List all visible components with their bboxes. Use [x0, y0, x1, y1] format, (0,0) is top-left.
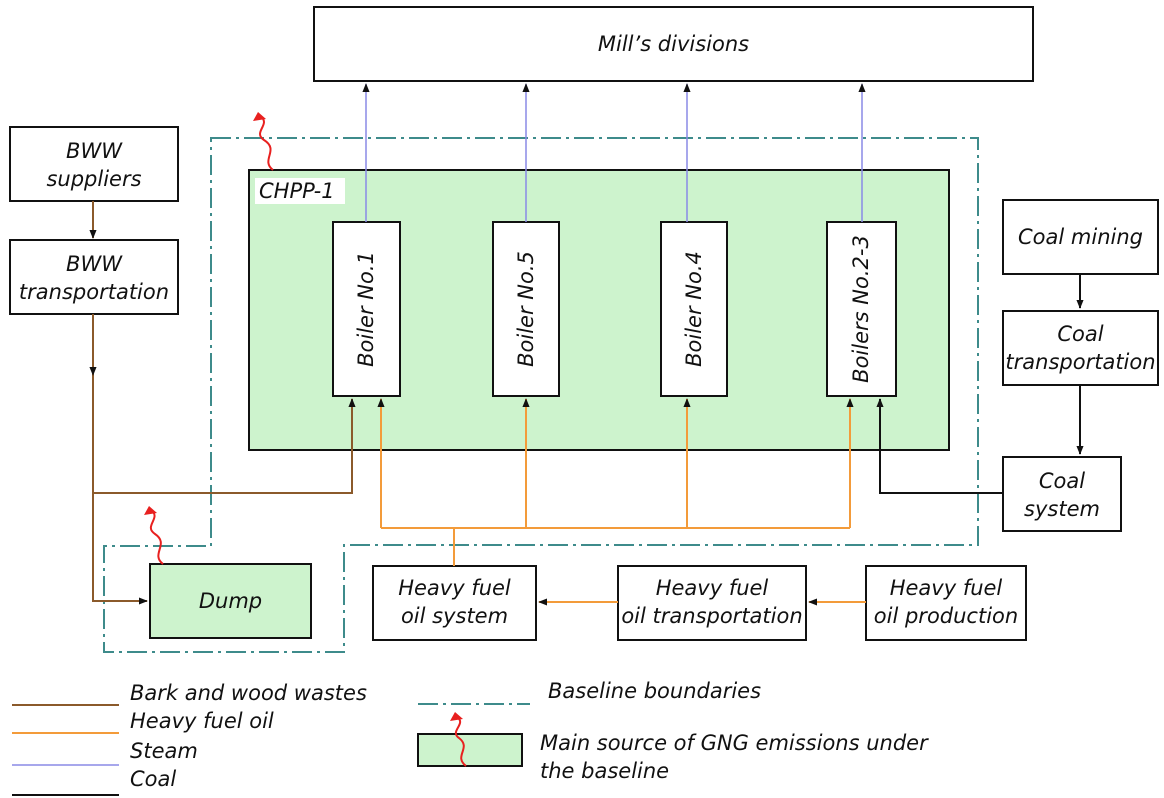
legend-emission-label-line2: the baseline — [540, 759, 670, 783]
steam-lines — [362, 83, 866, 222]
coal-transportation-box — [1002, 310, 1159, 386]
coal-transportation-label-line1: Coal — [1057, 322, 1104, 346]
coal-system-box — [1002, 456, 1122, 532]
hfo-production-label-line1: Heavy fuel — [889, 576, 1003, 600]
legend-coal-label: Coal — [130, 767, 177, 791]
boiler-1-box — [332, 221, 401, 397]
bww-suppliers-label-line2: suppliers — [46, 167, 142, 191]
coal-mining-box — [1002, 199, 1159, 275]
bww-transportation-label-line2: transportation — [18, 280, 170, 304]
boiler-4-box — [660, 221, 728, 397]
boiler-1-label: Boiler No.1 — [354, 251, 378, 367]
emission-arrow-chpp — [253, 112, 274, 171]
bww-suppliers-box — [9, 126, 179, 202]
baseline-boundary-line — [103, 137, 979, 653]
legend-steam-label: Steam — [130, 739, 198, 763]
hfo-system-label-line1: Heavy fuel — [398, 576, 511, 600]
coal-system-label-line2: system — [1024, 497, 1100, 521]
coal-mining-label: Coal mining — [1018, 225, 1143, 249]
legend-fuel-oil-label: Heavy fuel oil — [130, 709, 274, 733]
hfo-system-label-line2: oil system — [400, 604, 509, 628]
hfo-system-box — [372, 565, 537, 641]
hfo-production-box — [865, 565, 1027, 641]
legend-graphics — [12, 703, 530, 796]
boiler-4-label: Boiler No.4 — [682, 251, 706, 367]
legend-bww-label: Bark and wood wastes — [130, 681, 367, 705]
bww-suppliers-label-line1: BWW — [66, 139, 122, 163]
hfo-transportation-label-line2: oil transportation — [621, 604, 803, 628]
chpp-label: CHPP-1 — [255, 178, 345, 204]
boiler-5-label: Boiler No.5 — [514, 251, 538, 367]
mills-divisions-box — [313, 6, 1034, 82]
hfo-transportation-label-line1: Heavy fuel — [655, 576, 769, 600]
mills-divisions-label: Mill’s divisions — [597, 32, 750, 56]
fuel-oil-lines — [377, 398, 866, 606]
legend-boundary-label: Baseline boundaries — [548, 679, 762, 703]
coal-transportation-label-line2: transportation — [1005, 350, 1156, 374]
hfo-production-label-line2: oil production — [873, 604, 1019, 628]
bww-transportation-label-line1: BWW — [66, 252, 122, 276]
dump-box — [149, 563, 312, 639]
emission-arrow-dump — [144, 506, 164, 565]
bww-lines — [89, 201, 356, 605]
bww-transportation-box — [9, 239, 179, 315]
coal-lines — [876, 274, 1084, 494]
coal-system-label-line1: Coal — [1038, 469, 1086, 493]
legend-emission-label-line1: Main source of GNG emissions under — [540, 731, 928, 755]
boilers-2-3-label: Boilers No.2-3 — [849, 235, 873, 383]
dump-label: Dump — [198, 589, 263, 613]
